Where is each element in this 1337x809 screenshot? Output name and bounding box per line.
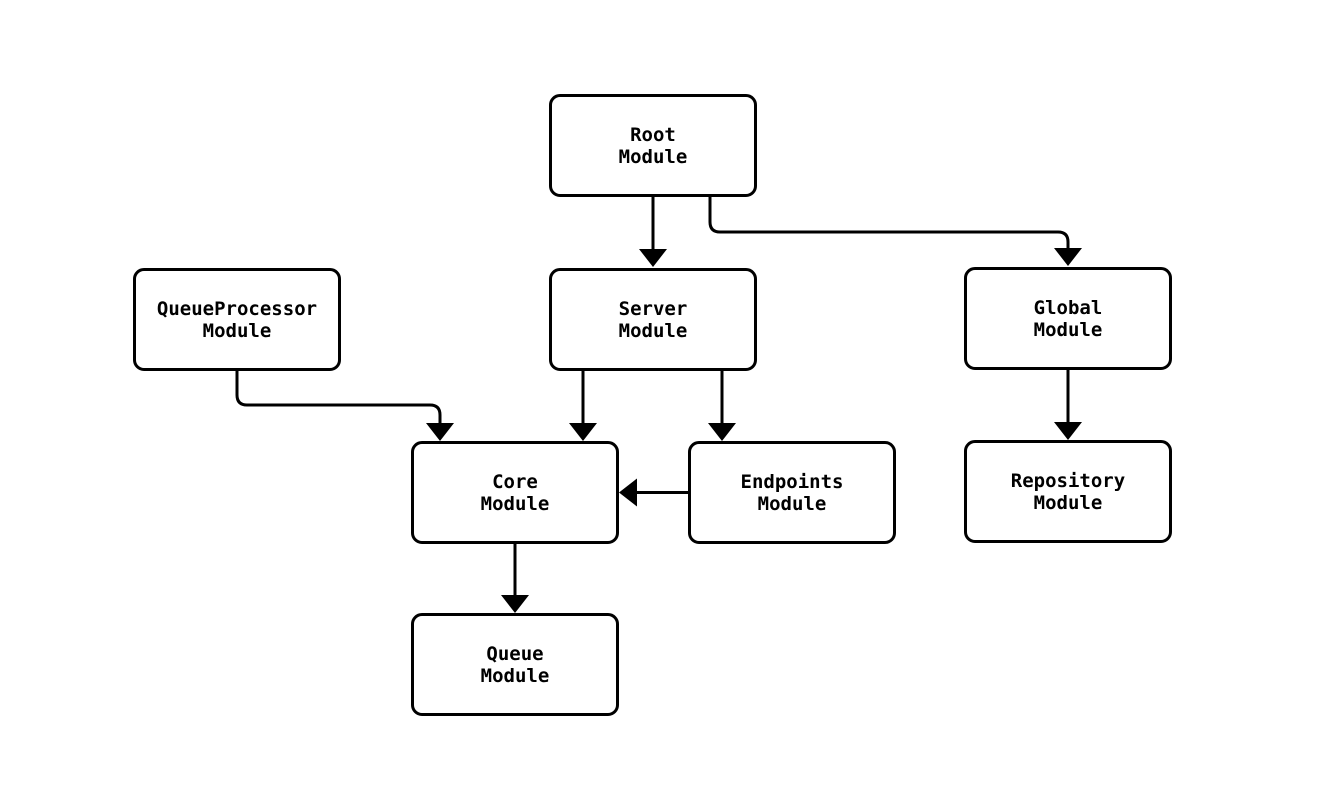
edge-queueprocessor-to-core	[235, 370, 454, 441]
node-label-line: Module	[480, 492, 550, 515]
node-repository-module: Repository Module	[964, 440, 1172, 543]
node-label-line: Module	[1033, 318, 1103, 341]
node-root-module: Root Module	[549, 94, 757, 197]
edge-global-to-repository	[1054, 368, 1082, 440]
node-global-module: Global Module	[964, 267, 1172, 370]
node-label-line: Module	[618, 319, 688, 342]
node-label-line: Core	[492, 470, 538, 493]
edge-core-to-queue	[501, 544, 529, 613]
node-label-line: Module	[757, 492, 827, 515]
node-label-line: Module	[1033, 491, 1103, 514]
node-label-line: Module	[202, 319, 272, 342]
edge-root-to-server	[639, 197, 667, 267]
node-label-line: Endpoints	[740, 470, 844, 493]
node-label-line: Root	[630, 123, 676, 146]
node-label-line: Global	[1033, 296, 1103, 319]
edge-root-to-global	[708, 197, 1082, 266]
edge-server-to-core	[569, 370, 597, 441]
node-server-module: Server Module	[549, 268, 757, 371]
node-endpoints-module: Endpoints Module	[688, 441, 896, 544]
node-core-module: Core Module	[411, 441, 619, 544]
node-queue-module: Queue Module	[411, 613, 619, 716]
edge-endpoints-to-core	[619, 478, 688, 507]
node-label-line: Module	[480, 664, 550, 687]
node-label-line: Module	[618, 145, 688, 168]
node-label-line: Repository	[1010, 469, 1126, 492]
node-label-line: Server	[618, 297, 688, 320]
node-label-line: QueueProcessor	[156, 297, 318, 320]
edge-server-to-endpoints	[708, 370, 736, 441]
node-queueprocessor-module: QueueProcessor Module	[133, 268, 341, 371]
node-label-line: Queue	[486, 642, 544, 665]
